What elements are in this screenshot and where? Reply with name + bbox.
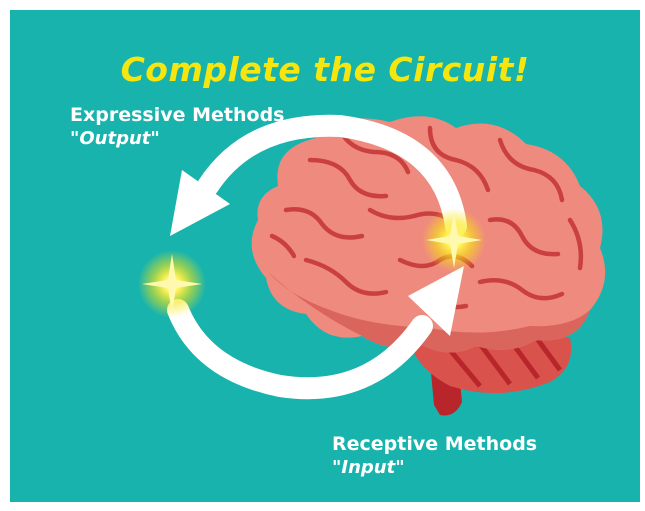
brain-illustration: [10, 10, 640, 502]
graphic-panel: Complete the Circuit!: [10, 10, 640, 502]
receptive-label-text: Receptive Methods: [332, 433, 537, 455]
receptive-methods-label: Receptive Methods "Input": [332, 433, 537, 478]
expressive-label-text: Expressive Methods: [70, 104, 284, 126]
expressive-methods-label: Expressive Methods "Output": [70, 104, 284, 149]
spark-right: [422, 208, 486, 272]
spark-left: [138, 250, 206, 318]
input-label-text: "Input": [332, 457, 537, 478]
output-label-text: "Output": [70, 128, 284, 149]
